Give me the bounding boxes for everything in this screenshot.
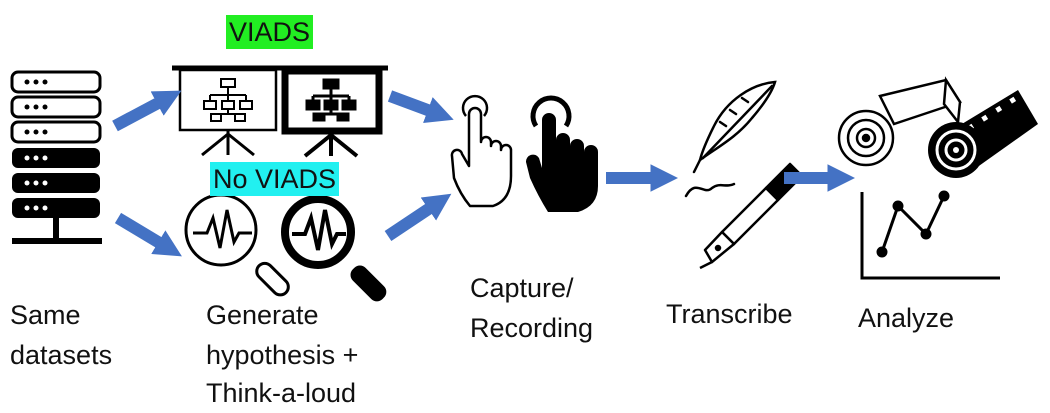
tap-hand-dark-icon [525, 95, 598, 212]
hypothesis-label-line1: Generate [206, 300, 319, 330]
server-stack-light-icon [10, 70, 102, 144]
capture-label-line1: Capture/ [470, 273, 574, 303]
step-transcribe-label: Transcribe [666, 299, 793, 329]
step-analyze-label: Analyze [858, 303, 955, 333]
flow-arrow [114, 212, 182, 257]
capture-label-line2: Recording [470, 313, 594, 343]
film-reel-light-icon [837, 76, 962, 167]
tap-hand-light-icon [450, 94, 513, 208]
magnifier-wave-light-icon [184, 193, 290, 297]
server-stack-dark-icon [12, 148, 102, 244]
datasets-label-line2: datasets [10, 340, 113, 370]
presentation-board-light-icon [172, 65, 282, 157]
flow-arrow [384, 193, 452, 241]
hypothesis-label-line3: Think-a-loud [206, 378, 357, 408]
datasets-label-line1: Same [10, 300, 81, 330]
no-viads-tag: No VIADS [210, 162, 340, 196]
flow-arrow [387, 90, 454, 124]
viads-tag: VIADS [226, 15, 314, 49]
flow-arrow [112, 90, 182, 132]
line-graph-icon [860, 190, 1000, 280]
hypothesis-label-line2: hypothesis + [206, 340, 359, 370]
quill-pen-icon [684, 80, 777, 198]
magnifier-wave-dark-icon [281, 195, 387, 302]
presentation-board-dark-icon [276, 65, 388, 158]
film-reel-dark-icon [928, 90, 1038, 178]
